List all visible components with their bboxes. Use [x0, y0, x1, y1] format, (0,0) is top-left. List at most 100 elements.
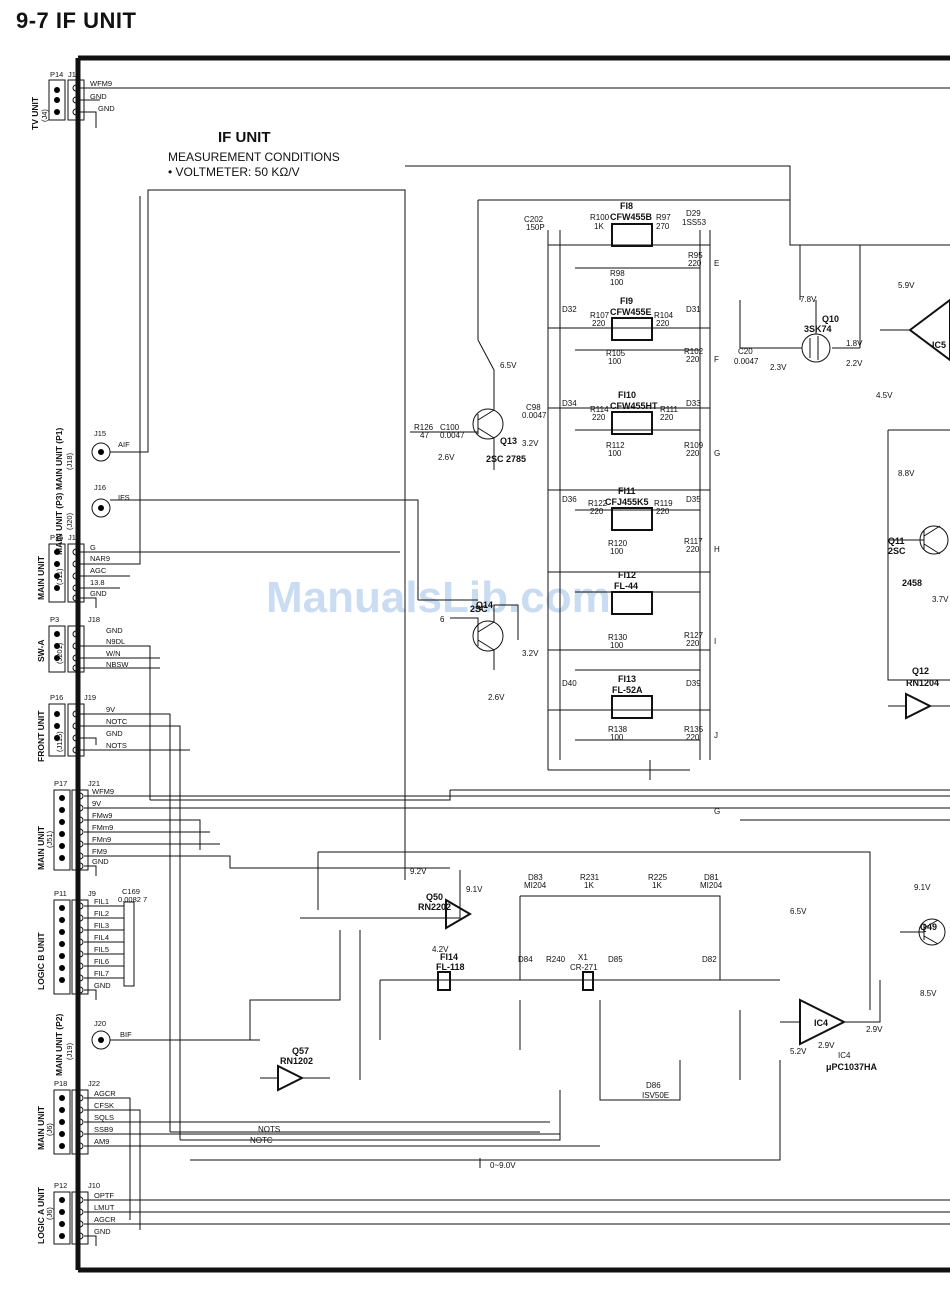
filter-fi8: FI8 CFW455B — [610, 201, 653, 247]
transistor-q50-ref: Q50 — [426, 892, 443, 902]
volt-q50-9-1: 9.1V — [466, 885, 483, 894]
ic-ic5-ref: IC5 — [932, 340, 946, 350]
page-title: 9-7 IF UNIT — [16, 8, 137, 33]
j18-pin-1: GND — [106, 626, 123, 635]
jack-j14: J14 — [68, 70, 80, 79]
res-r231-val: 1K — [584, 881, 594, 890]
unit-main-j6-sub: (J6) — [45, 1123, 54, 1136]
res-r240: R240 — [546, 955, 566, 964]
j19-pin-3: GND — [106, 729, 123, 738]
diode-d84: D84 — [518, 955, 533, 964]
unit-main-j11-sub: (J11) — [55, 568, 64, 585]
connector-p16-j19: P16 J19 9V NOTC GND NOTS FRONT UNIT (J11… — [36, 693, 190, 1140]
j18-pin-3: W/N — [106, 649, 121, 658]
transistor-q49: Q49 — [900, 918, 946, 946]
signal-f: F — [714, 355, 719, 364]
volt-q13-b: 2.6V — [438, 453, 455, 462]
transistor-q12-part: RN1204 — [906, 678, 939, 688]
res-r102: R102 — [684, 347, 704, 356]
volt-9-2: 9.2V — [410, 867, 427, 876]
diode-d86: D86 — [646, 1081, 661, 1090]
j21-pin-2: 9V — [92, 799, 101, 808]
volt-ic4-2-9b: 2.9V — [866, 1025, 883, 1034]
connector-p17-j21: P17 J21 WFM9 9V FMw9 FMm9 FMn9 FM9 GND M… — [36, 779, 950, 876]
filter-fi10-ref: FI10 — [618, 390, 636, 400]
transistor-q57: Q57 RN1202 — [260, 1046, 330, 1092]
unit-logic-a-sub: (J6) — [45, 1207, 54, 1220]
connector-p12-j10: P12 J10 OPTF LMUT AGCR GND LOGIC A UNIT … — [36, 1181, 950, 1246]
unit-tv-sub: (J4) — [40, 109, 49, 122]
res-r122-val: 220 — [590, 507, 604, 516]
j17-pin-2: NAR9 — [90, 554, 110, 563]
j17-pin-4: 13.8 — [90, 578, 105, 587]
res-r109-val: 220 — [686, 449, 700, 458]
transistor-q49-ref: Q49 — [920, 922, 937, 932]
res-r130: R130 — [608, 633, 628, 642]
unit-main-j51: MAIN UNIT — [36, 825, 46, 870]
connector-p18-j22: P18 J22 AGCR CFSK SQLS SSB9 AM9 MAIN UNI… — [36, 1079, 600, 1230]
transistor-q10: Q10 3SK74 — [740, 300, 860, 363]
connector-p15-j17: P15 J17 G NAR9 AGC 13.8 GND MAIN UNIT (J… — [36, 196, 400, 608]
signal-0-9v: 0~9.0V — [490, 1161, 516, 1170]
res-r225-val: 1K — [652, 881, 662, 890]
filter-fi11: FI11 CFJ455K5 — [605, 486, 653, 531]
j16-pin-ifs: IFS — [118, 493, 130, 502]
res-r114: R114 — [590, 405, 609, 414]
j10-pin-3: AGCR — [94, 1215, 116, 1224]
cap-c202-val: 150P — [526, 223, 545, 232]
jack-j15: J15 — [94, 429, 106, 438]
volt-q14-b: 2.6V — [488, 693, 505, 702]
cap-c169-val: 0.0082 7 — [118, 895, 147, 904]
unit-front: FRONT UNIT — [36, 710, 46, 762]
j22-pin-4: SSB9 — [94, 1125, 113, 1134]
res-r114-val: 220 — [592, 413, 606, 422]
j9-pin-8: GND — [94, 981, 111, 990]
signal-h: H — [714, 545, 720, 554]
diode-d81: D81 — [704, 873, 719, 882]
transistor-q14: Q14 2SC — [450, 600, 519, 670]
transistor-q11-part2: 2458 — [902, 578, 922, 588]
jack-j9: J9 — [88, 889, 96, 898]
volt-q49-8-5: 8.5V — [920, 989, 937, 998]
j21-pin-5: FMn9 — [92, 835, 111, 844]
filter-fi10-part: CFW455HT — [610, 401, 658, 411]
res-r97: R97 — [656, 213, 671, 222]
j20-pin-bif: BIF — [120, 1030, 132, 1039]
volt-ic4-2-9a: 2.9V — [818, 1041, 835, 1050]
unit-main-p1-sub: (J18) — [65, 452, 74, 470]
plug-p12: P12 — [54, 1181, 67, 1190]
unit-main-p2-sub: (J19) — [65, 1042, 74, 1060]
res-r135-val: 220 — [686, 733, 700, 742]
transistor-q11: Q11 2SC 2458 — [888, 525, 949, 588]
res-r105-val: 100 — [608, 357, 622, 366]
jack-j21: J21 — [88, 779, 100, 788]
unit-tv: TV UNIT — [30, 96, 40, 130]
ic-ic4: IC4 μPC1037HA — [780, 980, 881, 1072]
unit-main-p1: MAIN UNIT (P1) — [54, 428, 64, 491]
plug-p15: P15 — [50, 533, 63, 542]
cap-c202: C202 — [524, 215, 544, 224]
diode-d35: D35 — [686, 495, 701, 504]
plug-p14: P14 — [50, 70, 63, 79]
block-title: IF UNIT — [218, 129, 271, 146]
j21-pin-6: FM9 — [92, 847, 107, 856]
volt-q13-c: 6.5V — [500, 361, 517, 370]
diode-d32: D32 — [562, 305, 577, 314]
transistor-q14-part: 2SC — [470, 604, 488, 614]
j18-pin-2: N9DL — [106, 637, 125, 646]
res-r95: R95 — [688, 251, 703, 260]
volt-q10-d: 7.8V — [800, 295, 817, 304]
cap-c98: C98 — [526, 403, 541, 412]
res-r138: R138 — [608, 725, 628, 734]
j14-pin-2: GND — [90, 92, 107, 101]
res-r104: R104 — [654, 311, 674, 320]
voltmeter-condition: • VOLTMETER: 50 KΩ/V — [168, 165, 300, 179]
signal-6: 6 — [440, 615, 445, 624]
j22-pin-1: AGCR — [94, 1089, 116, 1098]
volt-ic5-2: 4.5V — [876, 391, 893, 400]
plug-p3: P3 — [50, 615, 59, 624]
crystal-x1-ref: X1 — [578, 953, 588, 962]
unit-main-j11: MAIN UNIT — [36, 555, 46, 600]
transistor-q10-ref: Q10 — [822, 314, 839, 324]
